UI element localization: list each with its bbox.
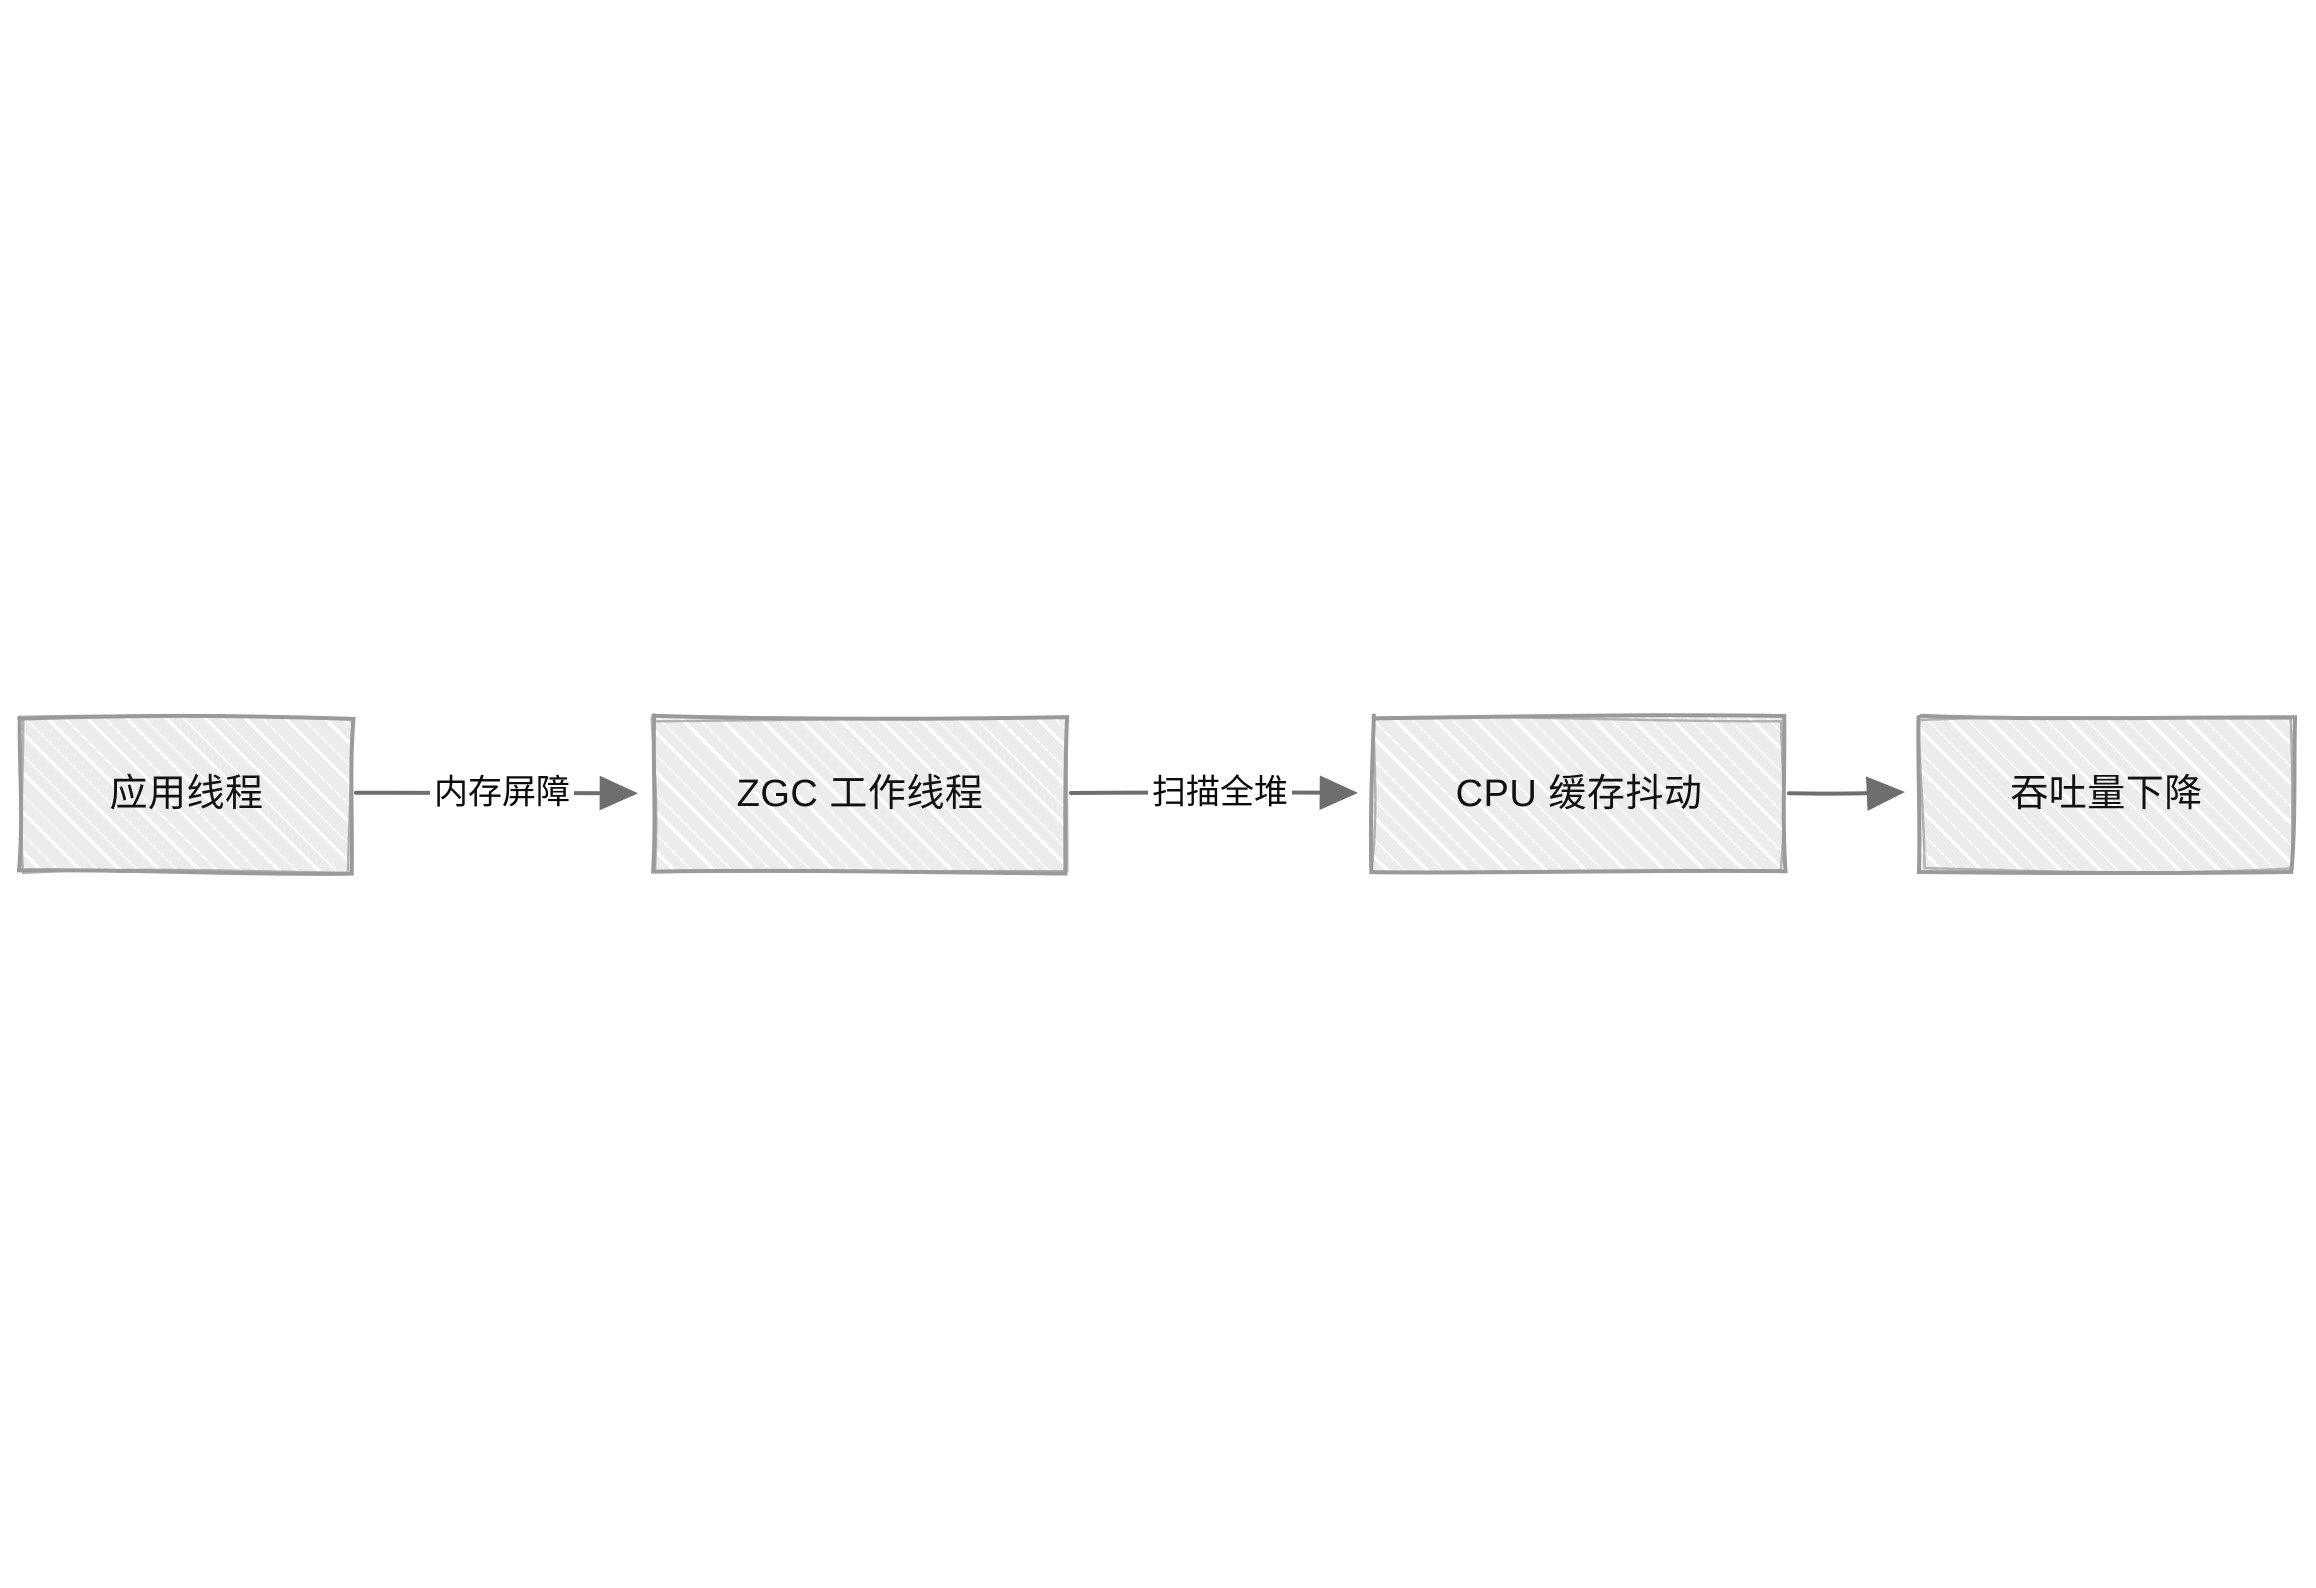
node-cpu-cache-thrash[interactable]: CPU 缓存抖动 <box>1373 717 1785 872</box>
node-shape-app-thread <box>16 713 356 876</box>
node-fill <box>21 717 352 872</box>
nodes-layer <box>16 713 2298 876</box>
node-shape-throughput-drop <box>1916 713 2298 876</box>
node-fill <box>1920 717 2293 872</box>
node-label-cpu-cache-thrash: CPU 缓存抖动 <box>1455 772 1703 815</box>
edge-shape-edge-cpu-to-throughput <box>1787 776 1905 812</box>
node-shape-cpu-cache-thrash <box>1368 713 1788 875</box>
node-border-stroke-a <box>1368 713 1788 875</box>
node-border-stroke-b <box>650 716 1069 873</box>
node-label-throughput-drop: 吞吐量下降 <box>2010 772 2203 815</box>
node-border-stroke-b <box>1369 714 1785 874</box>
node-label-zgc-worker-thread: ZGC 工作线程 <box>736 772 984 815</box>
node-label-app-thread: 应用线程 <box>109 772 264 815</box>
edge-line <box>1787 776 1905 812</box>
node-shape-zgc-worker-thread <box>650 713 1070 876</box>
node-zgc-worker-thread[interactable]: ZGC 工作线程 <box>653 717 1067 872</box>
node-fill <box>1373 717 1785 872</box>
node-app-thread[interactable]: 应用线程 <box>21 717 352 872</box>
node-throughput-drop[interactable]: 吞吐量下降 <box>1920 717 2293 872</box>
node-border-stroke-b <box>1917 715 2294 874</box>
node-border-stroke-b <box>18 714 354 875</box>
edge-label-memory-barrier: 内存屏障 <box>430 772 574 814</box>
edge-label-scan-full-heap: 扫描全堆 <box>1148 772 1292 814</box>
node-fill <box>653 717 1067 872</box>
